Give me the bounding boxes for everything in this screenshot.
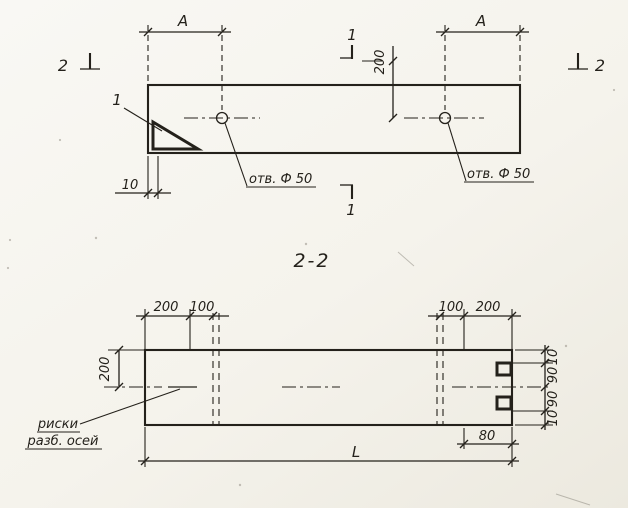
cut1-bottom-label: 1	[346, 201, 356, 219]
scan-stray-line	[397, 251, 415, 267]
anchor-square-bottom	[495, 395, 513, 411]
scan-speck	[8, 238, 12, 242]
hole-right	[438, 111, 452, 125]
scan-stray-line	[555, 493, 591, 506]
dim-200-right-label: 200	[476, 300, 501, 315]
dimension-height-200: 200	[98, 345, 145, 392]
dimension-10-plan: 10	[115, 156, 171, 199]
dimension-a-left: А	[139, 12, 231, 110]
dim-tick	[114, 345, 124, 355]
dim-tick	[540, 382, 550, 392]
hole-right-leader	[447, 122, 467, 182]
dim-80-label: 80	[479, 429, 496, 444]
dim-10-bottom-label: 10	[546, 410, 561, 427]
scan-speck	[612, 88, 616, 92]
dim-200-label: 200	[373, 50, 388, 75]
anchor-square-top	[495, 361, 513, 377]
dim-a-left-label: А	[177, 12, 188, 30]
dimension-200-plan: 200	[362, 46, 398, 123]
beam-outline-plan	[146, 83, 522, 155]
dim-tick	[459, 439, 469, 449]
dimension-chain-top-left: 200 100	[136, 300, 229, 349]
dimension-chain-right-edge: 10 90 90 10	[513, 345, 561, 430]
dim-200-left-label: 200	[154, 300, 179, 315]
dim-10-label: 10	[122, 178, 139, 193]
dim-tick	[114, 382, 124, 392]
dim-tick	[388, 113, 398, 123]
section-cut-2-marks: 2 2	[58, 53, 605, 75]
plan-view: 1 отв. Ф 50 отв. Ф 50 А А	[58, 12, 605, 219]
dim-tick	[540, 420, 550, 430]
axes-marks-note: риски разб. осей	[25, 388, 181, 450]
section-view: 2-2 200 100	[25, 250, 561, 467]
dim-tick	[140, 456, 150, 466]
note-line1: риски	[37, 417, 78, 432]
dim-tick	[208, 311, 218, 321]
dim-tick	[540, 406, 550, 416]
corner-detail-triangle	[151, 119, 204, 151]
dim-tick	[185, 311, 195, 321]
dim-tick	[540, 345, 550, 355]
hole-left-note: отв. Ф 50	[249, 172, 312, 187]
note-leader-line	[79, 388, 181, 425]
dim-tick	[143, 27, 153, 37]
dimension-chain-top-right: 100 200	[428, 300, 521, 349]
dimension-length-L: L	[138, 427, 519, 467]
scan-speck	[94, 236, 98, 240]
hole-left-leader	[224, 122, 248, 187]
dimension-80: 80	[457, 428, 519, 449]
scan-speck	[304, 242, 308, 246]
dim-tick	[388, 56, 398, 66]
dim-10-top-label: 10	[546, 349, 561, 366]
cut2-left-label: 2	[58, 56, 68, 75]
note-line2: разб. осей	[27, 434, 99, 449]
section-title: 2-2	[293, 250, 330, 272]
scan-speck	[238, 483, 242, 487]
scan-artifacts	[6, 88, 616, 506]
dim-a-right-label: А	[475, 12, 486, 30]
cut2-right-label: 2	[595, 56, 605, 75]
dim-tick	[153, 188, 163, 198]
scan-speck	[6, 266, 10, 270]
dimension-a-right: А	[436, 12, 529, 110]
dim-90-top-label: 90	[546, 367, 561, 384]
dim-tick	[507, 311, 517, 321]
dim-tick	[140, 311, 150, 321]
dim-tick	[143, 188, 153, 198]
scan-speck	[58, 138, 62, 142]
dim-tick	[540, 358, 550, 368]
dim-tick	[459, 311, 469, 321]
dim-height-200-label: 200	[98, 357, 113, 382]
hole-right-note: отв. Ф 50	[467, 167, 530, 182]
dim-tick	[515, 27, 525, 37]
cut1-top-label: 1	[347, 26, 357, 44]
section-cut-1-marks: 1 1	[340, 26, 357, 219]
detail-mark-label: 1	[112, 91, 122, 109]
dim-tick	[435, 311, 445, 321]
dim-100-left-label: 100	[190, 300, 215, 315]
detail-leader-line	[123, 107, 163, 132]
scan-speck	[564, 344, 568, 348]
dim-90-bottom-label: 90	[546, 391, 561, 408]
dim-tick	[440, 27, 450, 37]
dim-length-label: L	[352, 443, 360, 461]
dim-tick	[507, 456, 517, 466]
dim-tick	[217, 27, 227, 37]
hole-left	[215, 111, 229, 125]
dim-100-right-label: 100	[439, 300, 464, 315]
